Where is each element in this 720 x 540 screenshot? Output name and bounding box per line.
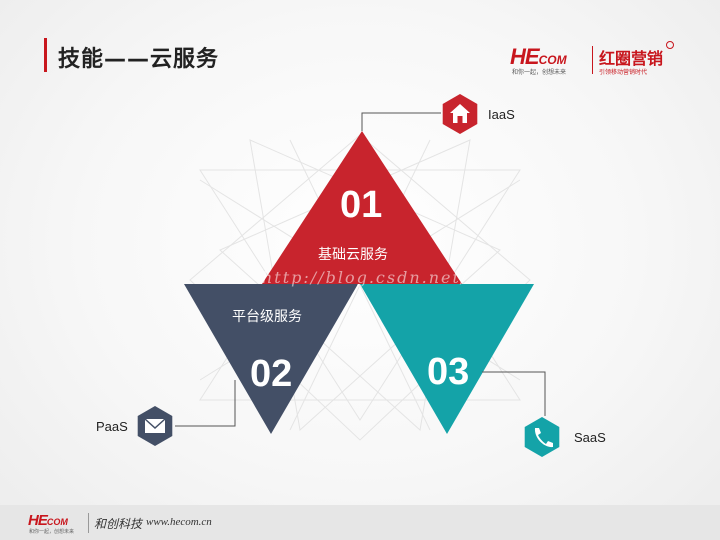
- footer-url-link[interactable]: www.hecom.cn: [146, 516, 212, 528]
- connector-paas: [175, 380, 236, 427]
- triangle-03-number: 03: [427, 351, 470, 393]
- paas-label: PaaS: [96, 419, 128, 434]
- iaas-hexagon: [442, 94, 478, 134]
- logo-product-tagline: 引领移动营销时代: [599, 69, 648, 76]
- logo-product-name: 红圈营销: [599, 49, 664, 68]
- mail-icon: [144, 418, 166, 433]
- footer-logo-brand: HECOM: [28, 512, 68, 529]
- triangle-03: [360, 284, 534, 434]
- logo-ring-icon: [666, 41, 674, 49]
- paas-hexagon: [137, 406, 173, 446]
- saas-hexagon: [524, 417, 560, 457]
- logo-tagline: 和你一起，创想未来: [512, 69, 567, 76]
- triangle-02-label: 平台级服务: [232, 309, 302, 325]
- connector-iaas: [361, 112, 441, 131]
- triangle-02: [184, 284, 358, 434]
- triangle-02-number: 02: [250, 353, 293, 395]
- footer-bar: HECOM 和你一起，创想未来 和创科技 www.hecom.cn: [0, 505, 720, 540]
- connector-saas: [482, 371, 546, 416]
- footer-logo-tagline: 和你一起，创想未来: [29, 529, 75, 535]
- logo-brand: HECOM: [510, 44, 567, 69]
- triangle-01: [262, 131, 462, 284]
- logo-divider: [592, 46, 593, 74]
- iaas-label: IaaS: [488, 107, 515, 122]
- footer-company-name: 和创科技: [94, 517, 143, 531]
- triangle-01-number: 01: [340, 184, 383, 226]
- footer-divider: [88, 513, 89, 533]
- watermark-text: http://blog.csdn.net/: [262, 268, 469, 287]
- home-icon: [450, 104, 470, 123]
- phone-icon: [534, 428, 553, 448]
- title-accent-bar: [44, 38, 47, 72]
- saas-label: SaaS: [574, 430, 606, 445]
- triangle-01-label: 基础云服务: [318, 247, 388, 263]
- page-title: 技能——云服务: [58, 47, 220, 72]
- hecom-logo: HECOM 和你一起，创想未来 红圈营销 引领移动营销时代: [510, 41, 680, 76]
